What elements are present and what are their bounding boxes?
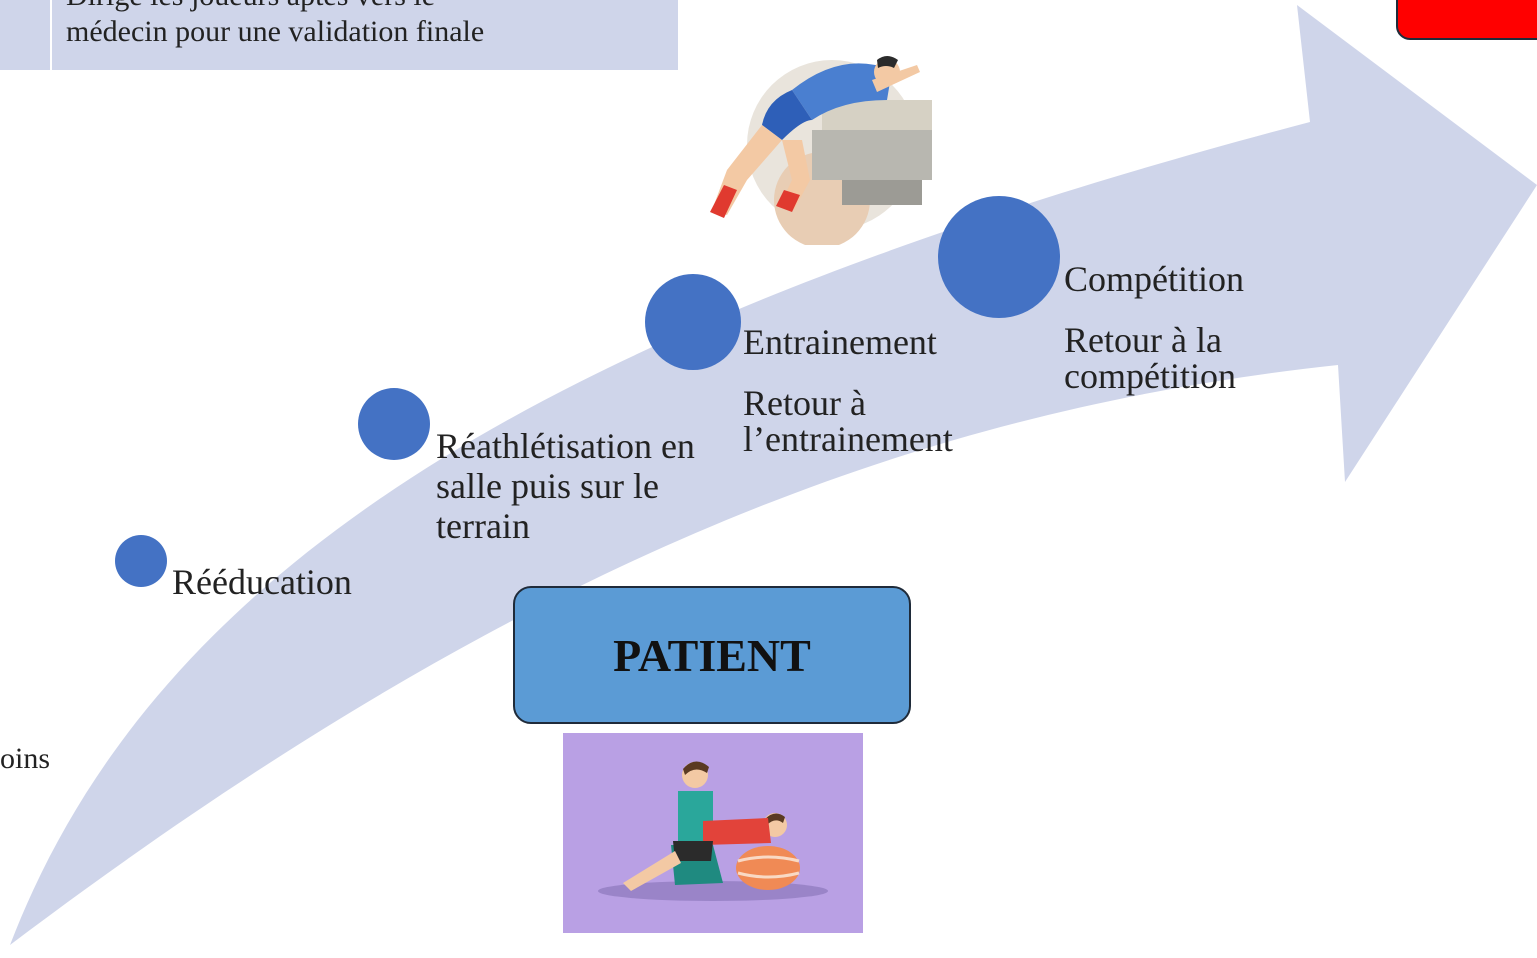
cut-off-text: oins	[0, 742, 51, 775]
runner-illustration	[710, 56, 932, 245]
note-text: Dirige les joueurs aptes vers le médecin…	[66, 0, 666, 50]
stage-label-entrainement: Entrainement	[743, 322, 937, 362]
stage-desc-entrainement: Retour à l’entrainement	[743, 383, 953, 459]
stage-dot-reathletisation	[358, 388, 430, 460]
alert-box	[1396, 0, 1537, 40]
patient-box: PATIENT	[513, 586, 911, 724]
progression-arrow-shape	[10, 5, 1537, 945]
note-box	[0, 0, 678, 70]
stage-dot-entrainement	[645, 274, 741, 370]
physiotherapy-illustration	[563, 733, 863, 933]
stage-label-reathletisation: Réathlétisation en salle puis sur le ter…	[436, 426, 706, 546]
patient-label: PATIENT	[613, 629, 811, 681]
note-divider	[50, 0, 52, 70]
stage-dot-competition	[938, 196, 1060, 318]
note-line-2: médecin pour une validation finale	[66, 15, 485, 48]
stage-dot-reeducation	[115, 535, 167, 587]
note-line-1: Dirige les joueurs aptes vers le	[66, 0, 666, 14]
stage-label-reeducation: Rééducation	[172, 562, 352, 602]
stage-desc-competition: Retour à la compétition	[1064, 320, 1236, 396]
stage-label-competition: Compétition	[1064, 259, 1244, 299]
stage-text-reathletisation: Réathlétisation en salle puis sur le ter…	[436, 426, 695, 546]
